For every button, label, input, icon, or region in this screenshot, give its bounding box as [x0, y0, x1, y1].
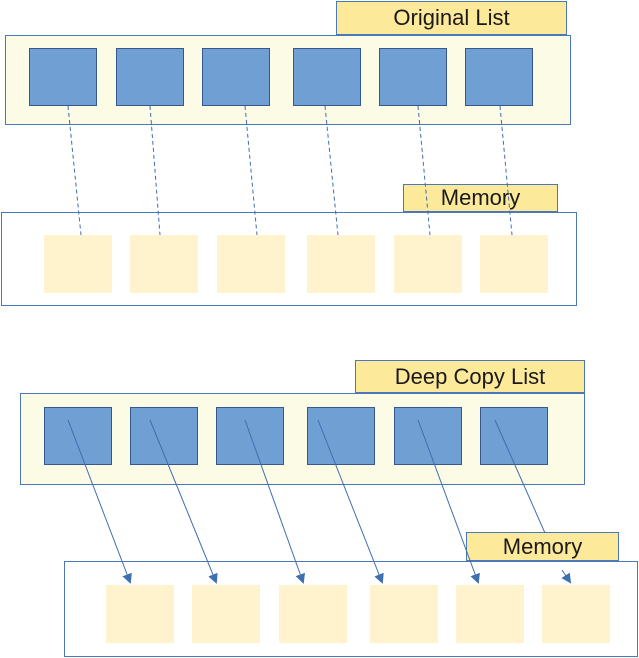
memory-cell [106, 585, 174, 643]
original-list-item [293, 48, 361, 106]
reference-link [67, 105, 82, 236]
memory-cell [130, 235, 198, 293]
memory-cell [370, 585, 438, 643]
deep-copy-list-item [394, 407, 462, 465]
deep-copy-list-title: Deep Copy List [355, 360, 585, 393]
memory-cell [480, 235, 548, 293]
deep-copy-list-item [307, 407, 375, 465]
original-list-title: Original List [336, 1, 567, 35]
memory-cell [279, 585, 347, 643]
deep-copy-list-item [216, 407, 284, 465]
original-list-item [29, 48, 97, 106]
deep-copy-memory-label: Memory [466, 532, 619, 561]
copy-arrow [417, 419, 480, 584]
copy-arrow [149, 419, 218, 584]
original-list-item [202, 48, 270, 106]
reference-link [324, 105, 339, 236]
reference-link [244, 105, 258, 236]
reference-link [499, 105, 513, 236]
copy-arrow [244, 419, 306, 584]
copy-arrow [494, 419, 546, 534]
original-list-item [465, 48, 533, 106]
deep-copy-list-item [44, 407, 112, 465]
memory-cell [542, 585, 610, 643]
memory-cell [192, 585, 260, 643]
memory-cell [456, 585, 524, 643]
memory-cell [44, 235, 112, 293]
copy-arrow [67, 419, 132, 584]
deep-copy-list-item [480, 407, 548, 465]
original-memory-label: Memory [403, 184, 558, 212]
memory-cell [307, 235, 375, 293]
memory-cell [394, 235, 462, 293]
original-list-item [379, 48, 447, 106]
copy-arrow [317, 419, 384, 584]
copy-arrow [561, 569, 572, 584]
reference-link [417, 105, 431, 236]
reference-link [149, 105, 161, 236]
memory-cell [217, 235, 285, 293]
original-list-item [116, 48, 184, 106]
